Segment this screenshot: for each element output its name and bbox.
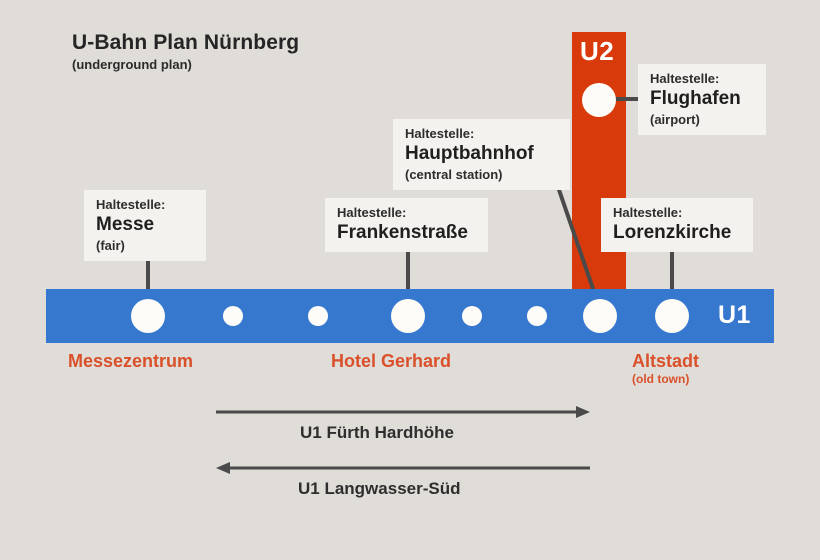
stop-label-messezentrum: Messezentrum [68,350,193,372]
callout-flughafen[interactable]: Haltestelle: Flughafen (airport) [638,64,766,135]
stop-name: Hotel Gerhard [331,351,452,371]
stop-name: Altstadt [632,351,699,371]
station-dot-minor-3[interactable] [462,306,482,326]
callout-kicker: Haltestelle: [405,126,475,141]
callout-name: Frankenstraße [337,222,468,243]
page-title: U-Bahn Plan Nürnberg (underground plan) [72,30,299,74]
connector-messe [146,246,150,308]
station-dot-messezentrum[interactable] [131,299,165,333]
direction-arrow-left [216,462,590,474]
title-main: U-Bahn Plan Nürnberg [72,31,300,54]
station-dot-hauptbahnhof[interactable] [583,299,617,333]
callout-kicker: Haltestelle: [96,197,166,212]
station-dot-lorenzkirche[interactable] [655,299,689,333]
callout-lorenzkirche[interactable]: Haltestelle: Lorenzkirche [601,198,753,252]
connector-frankenstrasse [406,246,410,308]
station-dot-frankenstrasse[interactable] [391,299,425,333]
title-subtitle: (underground plan) [72,57,192,72]
callout-messe[interactable]: Haltestelle: Messe (fair) [84,190,206,261]
callout-name: Lorenzkirche [613,222,732,243]
callout-translation: (central station) [405,167,503,182]
station-dot-minor-4[interactable] [527,306,547,326]
line-badge-u1: U1 [718,301,751,329]
station-dot-flughafen[interactable] [582,83,616,117]
callout-kicker: Haltestelle: [337,205,407,220]
callout-name: Messe [96,214,155,235]
stop-sub: (old town) [632,372,690,386]
connector-lorenzkirche [670,246,674,308]
stop-label-altstadt: Altstadt (old town) [632,350,699,387]
direction-arrow-right [216,406,590,418]
callout-translation: (fair) [96,238,125,253]
stop-name: Messezentrum [68,351,194,371]
station-dot-minor-2[interactable] [308,306,328,326]
direction-label-left: U1 Langwasser-Süd [298,479,461,498]
callout-kicker: Haltestelle: [650,71,720,86]
callout-name: Hauptbahnhof [405,143,534,164]
direction-label-right: U1 Fürth Hardhöhe [300,423,454,442]
callout-frankenstrasse[interactable]: Haltestelle: Frankenstraße [325,198,488,252]
stop-label-hotel-gerhard: Hotel Gerhard [331,350,451,372]
callout-kicker: Haltestelle: [613,205,683,220]
station-dot-minor-1[interactable] [223,306,243,326]
connector-flughafen [608,97,644,101]
line-badge-u2: U2 [580,36,615,66]
callout-translation: (airport) [650,112,700,127]
callout-hauptbahnhof[interactable]: Haltestelle: Hauptbahnhof (central stati… [393,119,570,190]
callout-name: Flughafen [650,88,741,109]
